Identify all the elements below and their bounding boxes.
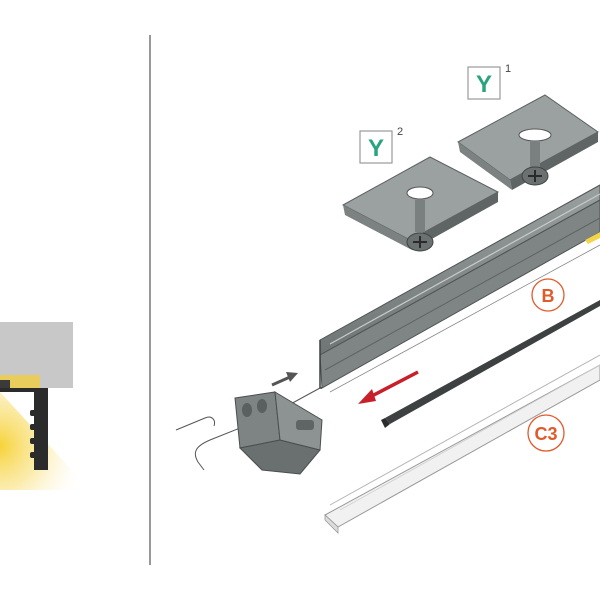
label-y2-box: [359, 130, 393, 164]
end-cap: [234, 391, 323, 475]
profile-edge-line: [329, 244, 600, 393]
diffuser-cover: [324, 354, 600, 534]
profile-fins: [30, 410, 38, 458]
mounting-bracket-2: [341, 156, 500, 252]
label-y1-letter: Y: [476, 71, 492, 98]
label-b-text: B: [542, 286, 555, 306]
label-y1-index: 1: [505, 63, 511, 75]
label-y2: Y 2: [359, 126, 403, 164]
label-c3-text: C3: [534, 424, 557, 444]
label-b: B: [531, 278, 565, 312]
profile-lip: [0, 380, 10, 388]
profile-body: [34, 392, 48, 470]
cable: [194, 387, 321, 471]
gray-arrow-icon: [271, 372, 298, 387]
cable-end: [175, 416, 215, 431]
label-c3-circle: [527, 414, 565, 452]
mounting-bracket-1: [457, 94, 599, 190]
led-strip: [381, 300, 600, 428]
label-y2-letter: Y: [368, 135, 384, 162]
label-y1-box: [467, 66, 501, 100]
aluminium-profile: [319, 184, 600, 389]
label-y1: Y 1: [467, 63, 511, 100]
red-arrow-icon: [358, 370, 419, 404]
label-b-circle: [531, 278, 565, 312]
installed-profile-section: [0, 322, 90, 490]
label-y2-index: 2: [397, 126, 403, 138]
label-c3: C3: [527, 414, 565, 452]
